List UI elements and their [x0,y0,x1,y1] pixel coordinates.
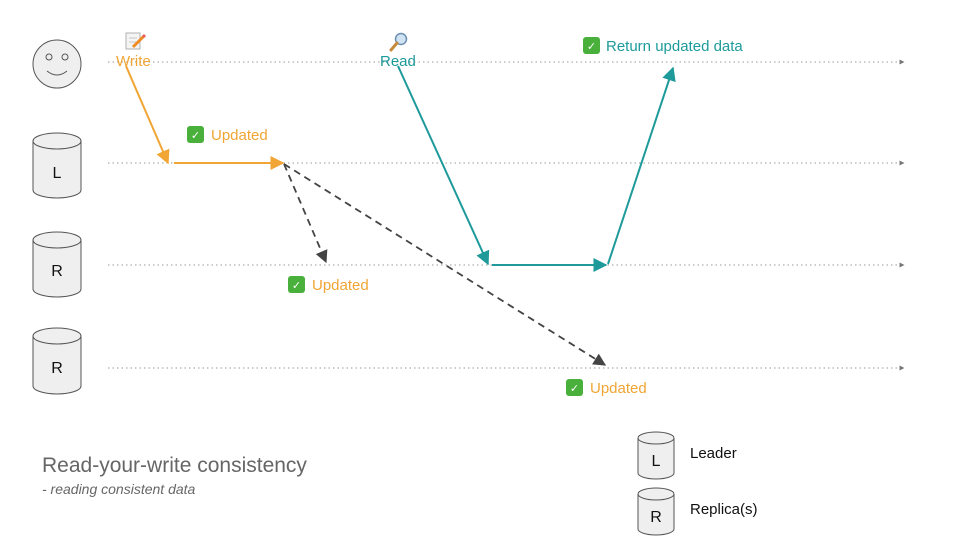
replica2-updated-label: Updated [590,380,647,397]
write-label: Write [116,53,151,70]
legend-leader-letter: L [652,453,661,470]
leader-letter: L [53,165,62,182]
diagram-subtitle: - reading consistent data [42,481,196,497]
return-data-arrow [607,66,676,265]
replica1-cylinder-icon: R [32,231,82,298]
legend-leader-label: Leader [690,445,737,462]
legend-replica-cylinder-icon: R [637,487,675,536]
replica1-updated-label: Updated [312,277,369,294]
replication-arrow-replica2 [283,163,607,366]
replication-arrow-replica1 [283,163,328,264]
magnifier-icon [389,32,408,52]
read-request-arrow [397,65,490,266]
legend-replica-label: Replica(s) [690,501,758,518]
diagram-title: Read-your-write consistency [42,454,307,477]
replica2-letter: R [51,360,63,377]
pencil-memo-icon [125,32,147,50]
leader-check-icon: ✓ [187,126,204,143]
leader-cylinder-icon: L [32,132,82,199]
svg-text:✓: ✓ [191,129,200,142]
leader-updated-label: Updated [211,127,268,144]
replica2-cylinder-icon: R [32,327,82,395]
replica2-check-icon: ✓ [566,379,583,396]
write-request-arrow [125,65,170,165]
svg-text:✓: ✓ [587,40,596,53]
return-check-icon: ✓ [583,37,600,54]
replica1-letter: R [51,263,63,280]
return-data-label: Return updated data [606,38,743,55]
svg-text:✓: ✓ [292,279,301,292]
client-smiley-icon [32,39,82,89]
legend-replica-letter: R [650,509,662,526]
legend-leader-cylinder-icon: L [637,431,675,480]
svg-text:✓: ✓ [570,382,579,395]
replica1-check-icon: ✓ [288,276,305,293]
read-label: Read [380,53,416,70]
